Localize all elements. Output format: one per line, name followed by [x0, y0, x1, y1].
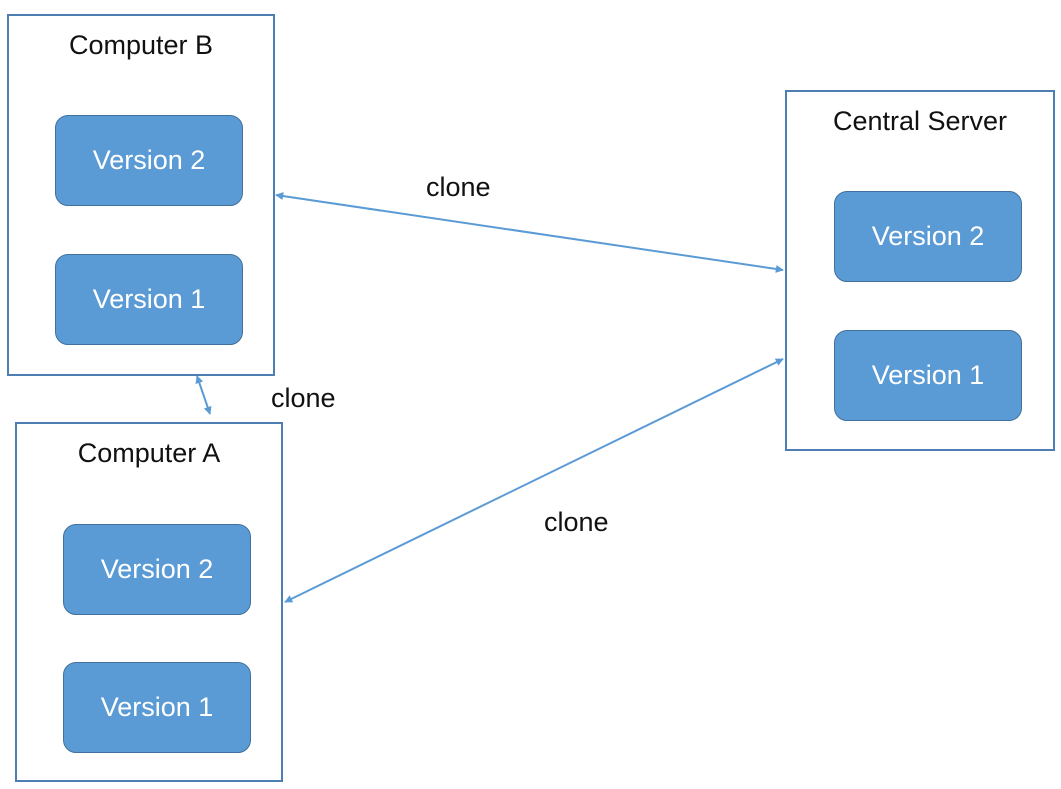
computer-a-version-1: Version 1	[63, 662, 251, 753]
edge-computer-b-computer-a	[195, 375, 212, 415]
computer-a-version-2: Version 2	[63, 524, 251, 615]
central-server-box: Central Server Version 2 Version 1	[785, 90, 1055, 451]
central-server-title: Central Server	[832, 106, 1008, 136]
central-server-version-2: Version 2	[834, 191, 1022, 282]
computer-b-box: Computer B Version 2 Version 1	[7, 14, 275, 376]
computer-b-version-1: Version 1	[55, 254, 243, 345]
edge-computer-b-central-server	[275, 192, 784, 273]
central-server-version-1: Version 1	[834, 330, 1022, 421]
edge-label-b-a: clone	[271, 383, 336, 413]
computer-b-title: Computer B	[68, 30, 214, 60]
computer-a-box: Computer A Version 2 Version 1	[15, 422, 283, 782]
edge-label-b-server: clone	[426, 172, 491, 202]
edge-computer-a-central-server	[284, 358, 784, 603]
edge-label-a-server: clone	[544, 507, 609, 537]
computer-a-title: Computer A	[77, 438, 221, 468]
computer-b-version-2: Version 2	[55, 115, 243, 206]
